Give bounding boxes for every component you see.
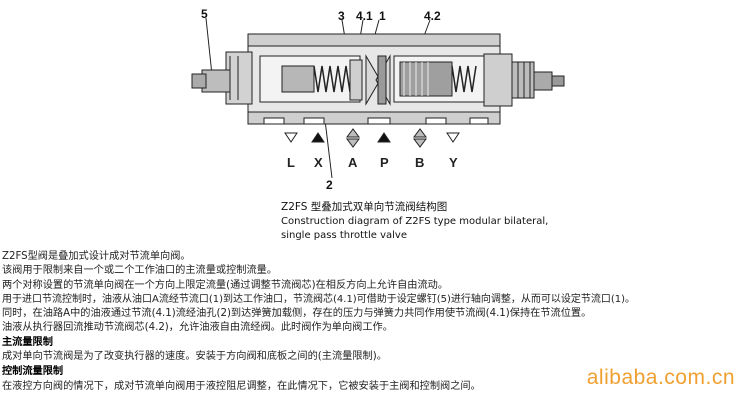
right-spring <box>451 65 477 93</box>
left-adjusting-screw <box>191 51 253 105</box>
port-label-y: Y <box>449 155 458 170</box>
right-chamber <box>393 55 485 103</box>
port-label-l: L <box>287 155 295 170</box>
body-line-6: 油液从执行器回流推动节流阀芯(4.2)，允许油液自由流经阀。此时阀作为单向阀工作… <box>2 322 393 333</box>
callout-2: 2 <box>326 178 333 192</box>
port-b-double-triangle-up <box>413 128 427 138</box>
port-symbols <box>284 128 460 148</box>
callout-4-1: 4.1 <box>356 9 373 23</box>
port-a-double-triangle-down <box>346 138 360 148</box>
callout-1: 1 <box>379 9 386 23</box>
callout-3: 3 <box>338 9 345 23</box>
body-line-4: 用于进口节流控制时，油液从油口A流经节流口(1)到达工作油口，节流阀芯(4.1)… <box>2 294 636 305</box>
heading-control-flow-limit: 控制流量限制 <box>2 366 64 377</box>
port-label-p: P <box>380 155 389 170</box>
figure-caption-en-1: Construction diagram of Z2FS type modula… <box>281 216 549 227</box>
figure-caption-cn: Z2FS 型叠加式双单向节流阀结构图 <box>281 201 448 213</box>
figure-caption-en-2: single pass throttle valve <box>281 230 407 241</box>
left-spring <box>313 65 351 93</box>
port-y-open-triangle <box>446 132 460 143</box>
port-l-open-triangle <box>284 132 298 143</box>
centre-check-poppet <box>365 54 391 106</box>
left-spring-chamber <box>259 55 363 103</box>
para-main-flow-limit: 成对单向节流阀是为了改变执行器的速度。安装于方向阀和底板之间的(主流量限制)。 <box>2 351 387 362</box>
port-label-b: B <box>415 155 425 170</box>
heading-main-flow-limit: 主流量限制 <box>2 337 53 348</box>
callout-4-2: 4.2 <box>424 9 441 23</box>
port-p-filled-triangle <box>377 132 391 143</box>
port-b-double-triangle-down <box>413 138 427 148</box>
callout-5: 5 <box>201 7 208 21</box>
port-x-filled-triangle <box>311 132 325 143</box>
port-label-x: X <box>314 155 323 170</box>
port-label-a: A <box>348 155 358 170</box>
valve-cross-section-diagram <box>191 17 565 179</box>
para-control-flow-limit: 在液控方向阀的情况下，成对节流单向阀用于液控阻尼调整，在此情况下，它被安装于主阀… <box>2 381 481 392</box>
body-line-2: 该阀用于限制来自一个或二个工作油口的主流量或控制流量。 <box>2 265 278 276</box>
body-line-1: Z2FS型阀是叠加式设计成对节流单向阀。 <box>2 251 191 262</box>
body-line-5: 同时，在油路A中的油液通过节流(4.1)流经油孔(2)到达弹簧加载侧，存在的压力… <box>2 308 592 319</box>
body-line-3: 两个对称设置的节流单向阀在一个方向上限定流量(通过调整节流阀芯)在相反方向上允许… <box>2 280 449 291</box>
port-a-double-triangle-up <box>346 128 360 138</box>
right-adjusting-screw <box>483 53 565 107</box>
watermark: alibaba.com.cn <box>586 366 735 389</box>
